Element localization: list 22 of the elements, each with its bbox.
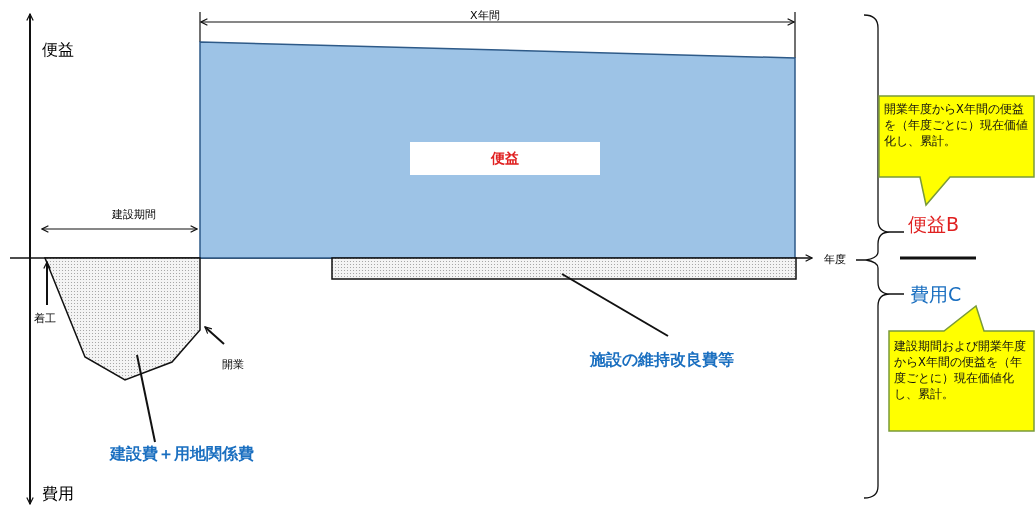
speech-callout xyxy=(878,95,1036,207)
result-label: 費用C xyxy=(910,282,962,308)
event-label: 開業 xyxy=(222,357,244,372)
leader-line xyxy=(561,273,669,337)
arrow xyxy=(204,326,225,345)
speech-callout xyxy=(888,305,1036,433)
area-label: 便益 xyxy=(410,142,600,175)
dimension-label: 建設期間 xyxy=(112,207,156,222)
callout-text: 開業年度からX年間の便益を（年度ごとに）現在価値化し、累計。 xyxy=(884,101,1029,149)
leader-line xyxy=(136,354,156,443)
event-label: 着工 xyxy=(34,311,56,326)
benefit-area xyxy=(199,40,796,259)
result-label: 便益B xyxy=(908,212,960,238)
axis-label: 年度 xyxy=(824,252,846,267)
callout-label: 施設の維持改良費等 xyxy=(590,350,734,371)
callout-text: 建設期間および開業年度からX年間の便益を（年度ごとに）現在価値化し、累計。 xyxy=(894,338,1027,402)
axis-label: 費用 xyxy=(42,484,74,505)
callout-label: 建設費＋用地関係費 xyxy=(110,444,254,465)
dimension-label: X年間 xyxy=(470,8,500,23)
maintenance-cost-bar xyxy=(331,257,797,280)
axis-label: 便益 xyxy=(42,40,74,61)
arrow xyxy=(43,261,51,306)
